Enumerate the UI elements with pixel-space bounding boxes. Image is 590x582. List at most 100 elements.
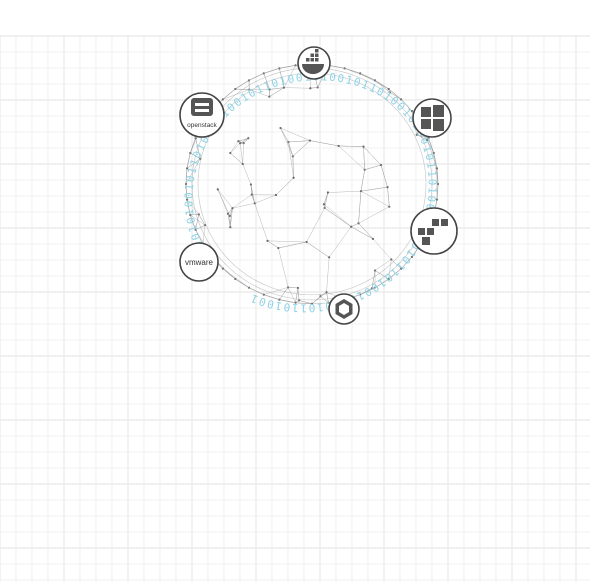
docker-badge[interactable] (297, 46, 331, 80)
mesh-edge (230, 141, 239, 154)
mesh-edge (306, 207, 325, 243)
mesh-edge (388, 259, 392, 279)
openstack-icon (191, 98, 213, 116)
mesh-edge (363, 146, 365, 170)
mesh-edge (374, 259, 392, 271)
openstack-label: openstack (187, 122, 217, 129)
vmware-icon: vmware (185, 258, 214, 267)
mesh-edge (326, 257, 330, 293)
mesh-edge (387, 187, 390, 207)
mesh-node (386, 186, 389, 189)
wireframe-globe (184, 63, 440, 305)
mesh-edge (306, 241, 330, 258)
mesh-edge (280, 127, 294, 157)
mesh-edge (371, 270, 376, 289)
mesh-node (231, 207, 234, 210)
mesh-edge (250, 184, 255, 204)
mesh-edge (288, 141, 294, 178)
mesh-edge (249, 89, 270, 97)
mesh-edge (324, 192, 329, 209)
mesh-edge (292, 156, 294, 178)
mesh-edge (267, 240, 307, 243)
mesh-edge (227, 213, 231, 228)
mesh-edge (338, 145, 365, 170)
aws-badge[interactable] (410, 207, 458, 255)
mesh-edge (242, 143, 244, 164)
mesh-edge (364, 164, 382, 170)
mesh-edge (238, 138, 249, 142)
mesh-edge (230, 152, 243, 165)
mesh-edge (279, 68, 285, 88)
mesh-edge (269, 87, 285, 97)
mesh-edge (288, 140, 311, 143)
mesh-edge (292, 140, 311, 157)
mesh-edge (389, 92, 402, 100)
mesh-edge (195, 224, 206, 231)
mesh-edge (287, 287, 296, 303)
mesh-edge (278, 241, 307, 249)
mesh-edge (374, 270, 389, 280)
vmware-badge[interactable]: vmware (179, 242, 219, 282)
mesh-edge (263, 73, 270, 90)
mesh-edge (242, 163, 252, 185)
mesh-edge (358, 191, 362, 224)
mesh-edge (426, 139, 438, 169)
mesh-edge (299, 300, 313, 304)
mesh-node (308, 139, 312, 142)
windows-badge[interactable] (412, 98, 452, 138)
mesh-edge (229, 208, 233, 216)
mesh-edge (380, 164, 388, 188)
mesh-edge (251, 194, 255, 204)
aws-cubes-icon (418, 219, 448, 245)
mesh-edge (243, 138, 249, 144)
mesh-edge (275, 177, 294, 196)
mesh-edge (280, 127, 311, 141)
openstack-badge[interactable]: openstack (179, 92, 225, 138)
mesh-edge (288, 287, 298, 289)
mesh-edge (360, 190, 390, 207)
mesh-edge (391, 259, 402, 269)
mesh-edge (328, 226, 352, 258)
mesh-node (337, 144, 340, 148)
mesh-edge (280, 127, 289, 143)
mesh-node (241, 162, 244, 166)
mesh-edge (323, 203, 352, 227)
mesh-node (249, 183, 253, 186)
mesh-edge (360, 186, 388, 192)
mesh-edge (198, 214, 206, 226)
mesh-edge (338, 145, 364, 147)
mesh-edge (217, 189, 231, 216)
docker-whale-icon (302, 49, 324, 74)
mesh-edge (278, 247, 289, 288)
mesh-edge (232, 203, 255, 209)
mesh-edge (295, 287, 299, 303)
mesh-edge (310, 87, 318, 89)
mesh-node (309, 87, 312, 90)
mesh-edge (327, 190, 361, 193)
mesh-node (250, 193, 253, 196)
mesh-edge (230, 208, 233, 228)
mesh-edge (254, 194, 277, 204)
mesh-node (216, 188, 219, 191)
mesh-edge (351, 223, 359, 227)
mesh-node (279, 126, 282, 130)
mesh-node (228, 214, 231, 217)
mesh-edge (426, 139, 434, 154)
mesh-edge (186, 199, 199, 215)
mesh-edge (227, 208, 233, 214)
mesh-edge (279, 287, 289, 300)
mesh-edge (416, 134, 429, 139)
mesh-node (237, 140, 240, 143)
mesh-edge (372, 238, 392, 260)
mesh-edge (283, 87, 311, 89)
mesh-edge (269, 87, 284, 90)
mesh-node (326, 191, 330, 194)
mesh-edge (250, 184, 253, 195)
hexagon-badge[interactable] (328, 293, 360, 325)
windows-icon (421, 105, 444, 131)
mesh-edge (360, 169, 365, 192)
mesh-edge (351, 226, 374, 240)
mesh-edge (309, 140, 339, 147)
mesh-edge (217, 189, 233, 209)
mesh-edge (190, 214, 199, 216)
